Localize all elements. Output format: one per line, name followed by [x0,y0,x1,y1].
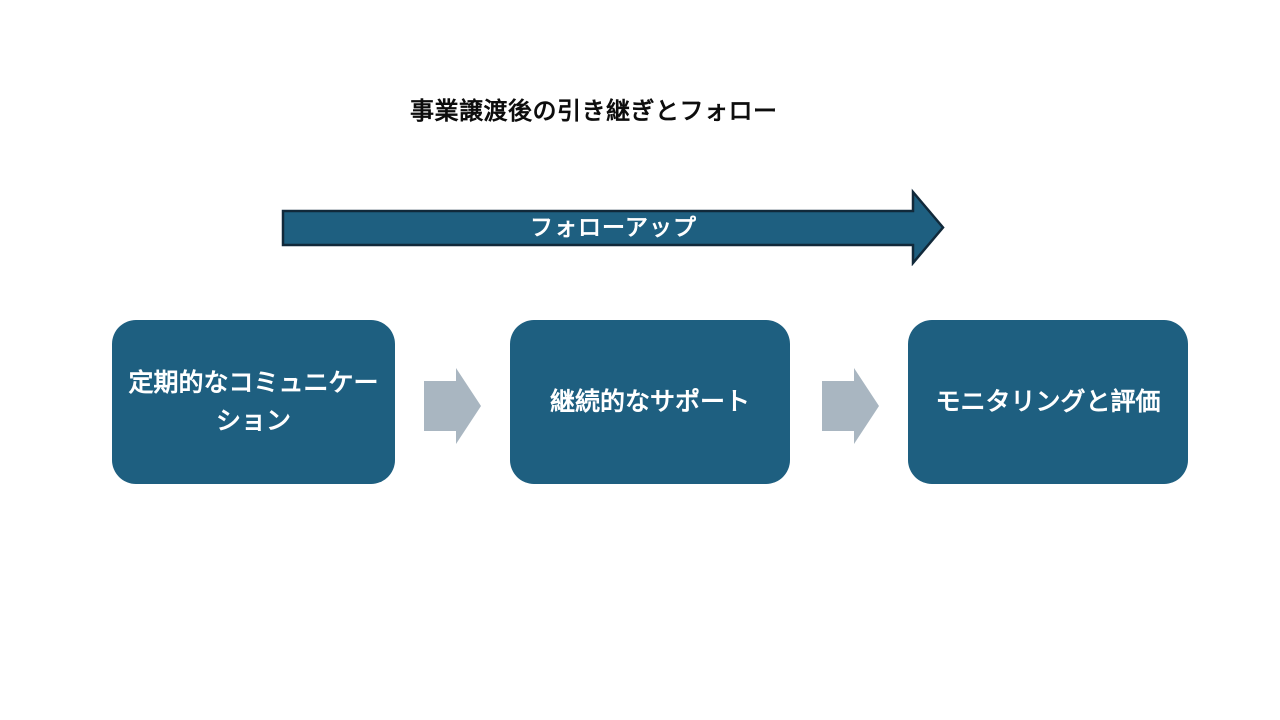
process-step-label: 継続的なサポート [549,388,750,416]
step-connector-arrow-icon [822,368,880,445]
process-step-label: 定期的なコミュニケーション [128,369,379,435]
process-step-box-monitoring: モニタリングと評価 [908,320,1188,484]
follow-up-arrow: フォローアップ [281,188,946,266]
slide-title: 事業譲渡後の引き継ぎとフォロー [410,98,778,125]
step-connector-arrow-icon [424,368,482,445]
follow-up-arrow-label: フォローアップ [529,214,698,240]
process-step-box-support: 継続的なサポート [510,320,790,484]
right-arrow-icon [281,188,945,266]
process-step-label: モニタリングと評価 [935,388,1161,416]
process-step-box-communication: 定期的なコミュニケーション [112,320,395,484]
